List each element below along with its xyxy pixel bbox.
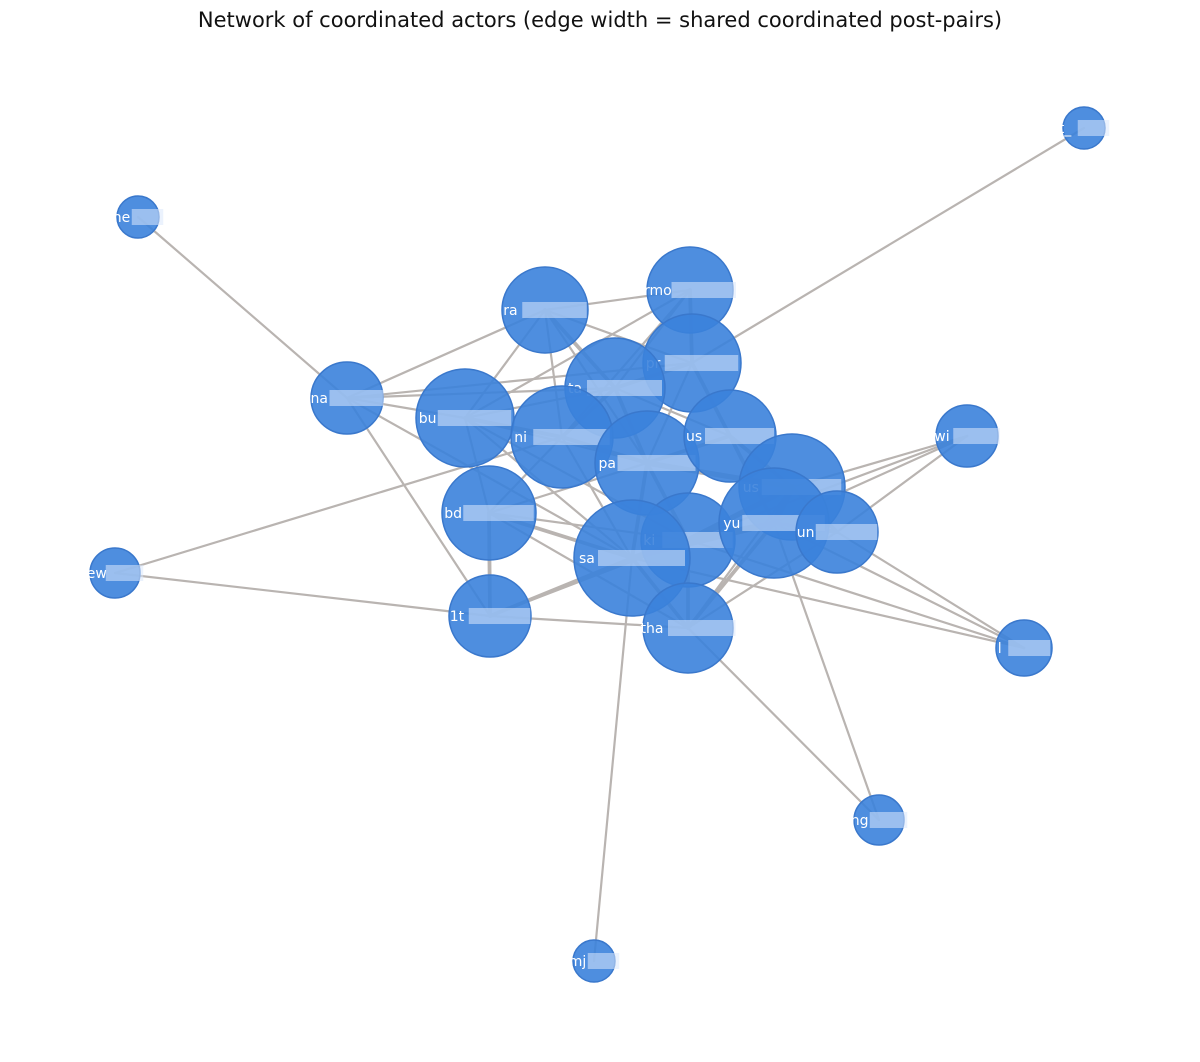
redacted-label-un <box>815 524 878 540</box>
redacted-label-rmo <box>671 282 736 298</box>
edge-t_-pr <box>690 126 1086 365</box>
redacted-label-t_ <box>1077 120 1110 136</box>
node-l[interactable]: l <box>995 619 1053 677</box>
node-label-mj: mj <box>569 954 587 970</box>
redacted-label-ta <box>587 380 662 396</box>
node-label-bu: bu <box>419 411 437 427</box>
edge-ne-na <box>136 215 349 400</box>
node-na[interactable]: na <box>310 361 384 435</box>
node-tha[interactable]: tha <box>641 582 736 674</box>
redacted-label-us1 <box>705 428 774 444</box>
node-rmo[interactable]: rmo <box>644 246 736 334</box>
redacted-label-pr <box>664 355 739 371</box>
node-label-l: l <box>998 641 1002 657</box>
node-label-t_: t_ <box>1059 121 1072 137</box>
node-wi[interactable]: wi <box>934 404 1000 468</box>
redacted-label-ra <box>522 302 587 318</box>
node-label-sa: sa <box>579 551 595 567</box>
redacted-label-sa <box>598 550 685 566</box>
node-label-pa: pa <box>599 456 616 472</box>
node-ew[interactable]: ew <box>87 547 144 599</box>
node-ni[interactable]: ni <box>510 385 614 489</box>
redacted-label-bu <box>437 410 512 426</box>
node-label-ew: ew <box>87 566 107 582</box>
redacted-label-tha <box>668 620 736 636</box>
node-label-us1: us <box>686 429 702 445</box>
redacted-label-bd <box>463 505 534 521</box>
redacted-label-wi <box>953 428 1000 444</box>
node-label-bd: bd <box>444 506 462 522</box>
edge-mj-sa <box>592 556 634 963</box>
node-label-ng: ng <box>851 813 869 829</box>
node-ra[interactable]: ra <box>501 266 589 354</box>
redacted-label-l <box>1008 640 1051 656</box>
node-sa[interactable]: sa <box>573 499 691 617</box>
redacted-label-pa <box>617 455 696 471</box>
node-ng[interactable]: ng <box>851 794 908 846</box>
redacted-label-mj <box>587 953 620 969</box>
node-label-rmo: rmo <box>644 283 672 299</box>
edge-ew-1t <box>113 571 492 618</box>
node-label-wi: wi <box>934 429 949 445</box>
redacted-label-1t <box>468 608 531 624</box>
node-un[interactable]: un <box>795 490 879 574</box>
redacted-label-ng <box>869 812 908 828</box>
node-label-tha: tha <box>641 621 664 637</box>
node-label-ne: ne <box>113 210 131 226</box>
node-t_[interactable]: t_ <box>1059 106 1110 150</box>
node-label-ni: ni <box>514 430 527 446</box>
node-1t[interactable]: 1t <box>448 574 532 658</box>
redacted-label-ne <box>131 209 164 225</box>
edge-na-1t <box>345 396 492 618</box>
redacted-label-ew <box>105 565 144 581</box>
redacted-label-ni <box>533 429 610 445</box>
node-mj[interactable]: mj <box>569 939 620 983</box>
redacted-label-na <box>329 390 384 406</box>
node-label-un: un <box>797 525 815 541</box>
node-label-yu: yu <box>723 516 740 532</box>
page-title: Network of coordinated actors (edge widt… <box>197 8 1003 32</box>
node-label-na: na <box>311 391 328 407</box>
node-label-ra: ra <box>503 303 517 319</box>
node-ne[interactable]: ne <box>113 195 164 239</box>
node-label-1t: 1t <box>450 609 465 625</box>
node-bu[interactable]: bu <box>415 368 515 468</box>
nodes-layer: rarmoprtanabunipaususwibdkisayuun1tthane… <box>87 106 1110 983</box>
node-bd[interactable]: bd <box>441 465 537 561</box>
